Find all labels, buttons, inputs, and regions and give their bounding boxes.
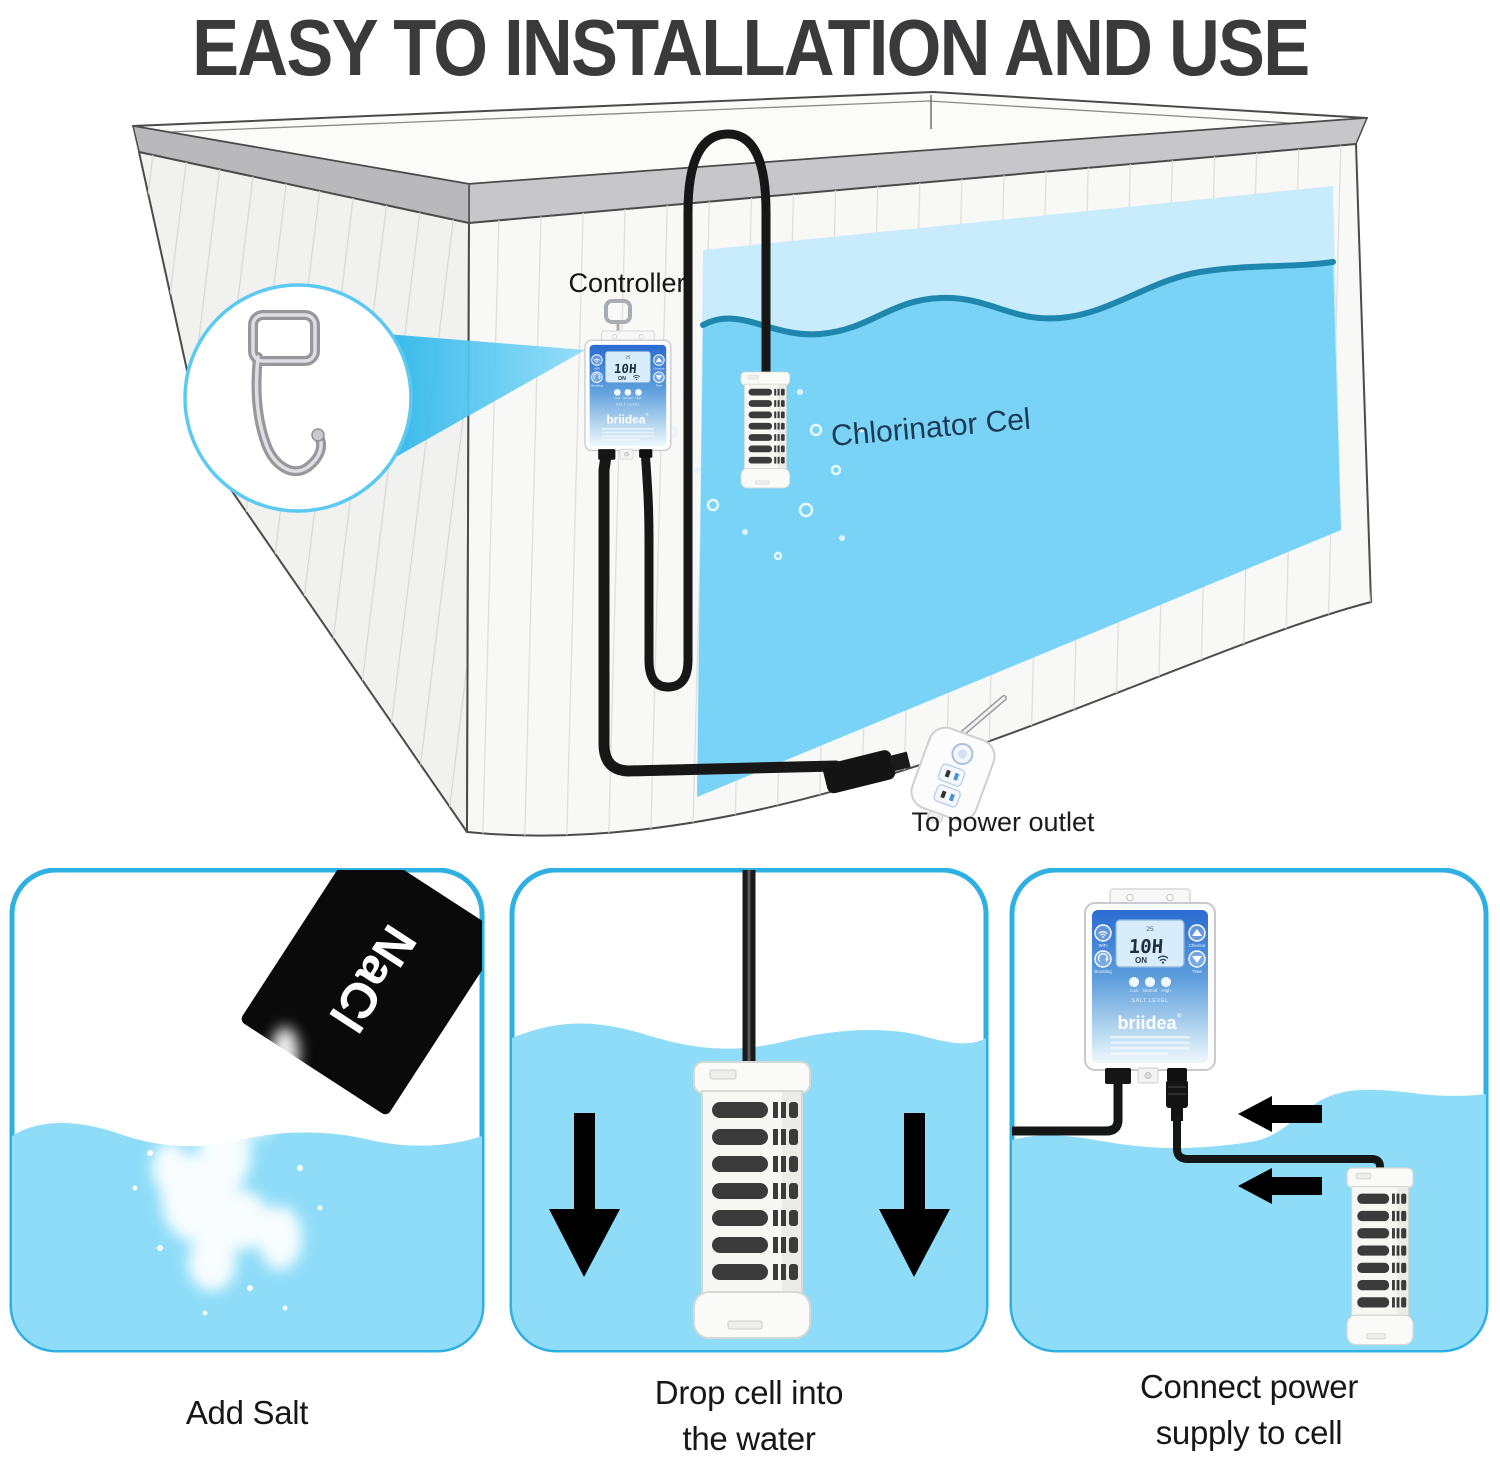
panel-2-drop-cell bbox=[512, 870, 986, 1350]
page-title: EASY TO INSTALLATION AND USE bbox=[0, 2, 1500, 94]
panel-3-connect-power bbox=[1012, 888, 1486, 1350]
salt-splash bbox=[152, 1027, 302, 1291]
hook-icon bbox=[248, 310, 327, 477]
panel-3-cell bbox=[1346, 1167, 1414, 1346]
power-outlet-label: To power outlet bbox=[911, 807, 1095, 837]
panel-3-power-cable bbox=[1012, 1077, 1123, 1136]
caption-line: Connect power bbox=[1139, 1368, 1359, 1405]
power-plug bbox=[823, 750, 911, 794]
caption-line: Add Salt bbox=[185, 1394, 309, 1431]
chlorinator-cell bbox=[740, 371, 791, 489]
panel-3-cell-cable bbox=[1173, 1116, 1384, 1178]
panel-3-controller bbox=[1084, 888, 1216, 1085]
left-arrow-icon bbox=[1238, 1096, 1322, 1132]
strip-socket bbox=[933, 784, 961, 808]
callout-beam bbox=[380, 334, 585, 466]
drop-cell bbox=[693, 1061, 811, 1339]
cell-cable bbox=[640, 129, 771, 692]
caption-line: supply to cell bbox=[1155, 1414, 1343, 1451]
installation-scene: 25 10H ON WiFi bbox=[132, 91, 1372, 837]
left-arrow-icon bbox=[1238, 1168, 1322, 1204]
nacl-bag: NaCl bbox=[241, 870, 482, 1115]
panel-1-caption: Add Salt bbox=[12, 1390, 482, 1436]
water-surface-line bbox=[700, 259, 1336, 338]
panel-1-add-salt: NaCl bbox=[12, 870, 482, 1350]
caption-line: the water bbox=[682, 1420, 816, 1457]
page-title-text: EASY TO INSTALLATION AND USE bbox=[191, 3, 1310, 92]
controller-device bbox=[584, 330, 672, 461]
instruction-panels: NaCl bbox=[9, 868, 1489, 1353]
down-arrow-left-icon bbox=[549, 1113, 620, 1277]
power-cable bbox=[598, 443, 842, 777]
caption-line: Drop cell into bbox=[654, 1374, 844, 1411]
down-arrow-right-icon bbox=[879, 1113, 950, 1277]
salt-grains bbox=[132, 1150, 323, 1316]
power-strip bbox=[910, 726, 996, 824]
strip-socket bbox=[937, 763, 966, 787]
panel-3-caption: Connect power supply to cell bbox=[1012, 1364, 1486, 1456]
controller-label: Controller bbox=[568, 268, 685, 298]
panel-2-caption: Drop cell into the water bbox=[512, 1370, 986, 1462]
tub-water bbox=[697, 186, 1341, 797]
hook-callout bbox=[183, 283, 413, 513]
